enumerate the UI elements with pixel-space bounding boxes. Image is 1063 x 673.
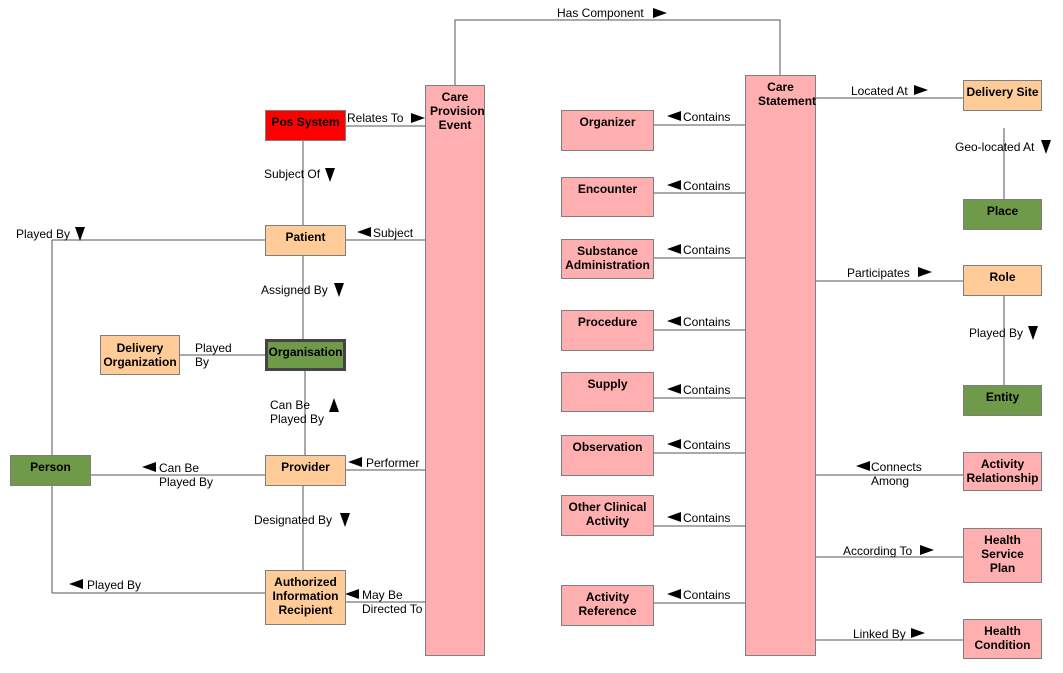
linked-by-label: Linked By (853, 627, 906, 641)
participates-label: Participates (847, 266, 910, 280)
care-statement-label: Care Statement (758, 80, 817, 108)
connects-among-label: Connects Among (871, 460, 922, 488)
role-label: Role (989, 270, 1016, 284)
encounter-node[interactable]: Encounter (561, 177, 654, 217)
performer-label: Performer (366, 456, 420, 470)
delivery-site-node[interactable]: Delivery Site (963, 80, 1042, 111)
contains-observation-label: Contains (683, 438, 731, 452)
health-condition-label: Health Condition (974, 624, 1031, 652)
entity-label: Entity (985, 390, 1020, 404)
played-by-entity-label: Played By (969, 326, 1024, 340)
activity-reference-label: Activity Reference (578, 590, 637, 618)
patient-node[interactable]: Patient (265, 225, 346, 256)
procedure-node[interactable]: Procedure (561, 310, 654, 351)
played-by-person-label: Played By (16, 227, 71, 241)
entity-node[interactable]: Entity (963, 385, 1042, 416)
provider-label: Provider (281, 460, 330, 474)
care-statement-node[interactable]: Care Statement (745, 75, 816, 656)
can-be-played-by-label: Can Be Played By (270, 398, 325, 426)
person-label: Person (30, 460, 71, 474)
organizer-label: Organizer (579, 115, 636, 129)
pos-system-label: Pos System (271, 115, 340, 129)
delivery-organization-node[interactable]: Delivery Organization (100, 335, 180, 375)
delivery-organization-label: Delivery Organization (103, 341, 177, 369)
other-clinical-activity-label: Other Clinical Activity (568, 500, 647, 528)
contains-encounter-label: Contains (683, 179, 731, 193)
authorized-information-recipient-label: Authorized Information Recipient (272, 575, 339, 617)
care-provision-event-node[interactable]: Care Provision Event (425, 85, 485, 656)
located-at-label: Located At (851, 84, 908, 98)
activity-reference-node[interactable]: Activity Reference (561, 585, 654, 626)
played-by-org-label: Played By (195, 341, 232, 369)
organizer-node[interactable]: Organizer (561, 110, 654, 151)
has-component-label: Has Component (557, 6, 644, 20)
activity-relationship-node[interactable]: Activity Relationship (963, 452, 1042, 491)
contains-substance-label: Contains (683, 243, 731, 257)
pos-system-node[interactable]: Pos System (265, 110, 346, 141)
supply-node[interactable]: Supply (561, 372, 654, 412)
health-service-plan-node[interactable]: Health Service Plan (963, 528, 1042, 583)
contains-supply-label: Contains (683, 383, 731, 397)
organisation-label: Organisation (268, 345, 343, 359)
may-be-directed-to-label: May Be Directed To (362, 588, 423, 616)
substance-administration-node[interactable]: Substance Administration (561, 239, 654, 279)
health-condition-node[interactable]: Health Condition (963, 619, 1042, 659)
care-provision-event-label: Care Provision Event (430, 90, 485, 132)
observation-label: Observation (572, 440, 643, 454)
patient-label: Patient (285, 230, 326, 244)
contains-other-label: Contains (683, 511, 731, 525)
organisation-node[interactable]: Organisation (265, 339, 346, 371)
health-service-plan-label: Health Service Plan (981, 533, 1024, 575)
place-node[interactable]: Place (963, 199, 1042, 230)
relates-to-label: Relates To (347, 111, 404, 125)
geo-located-at-label: Geo-located At (955, 140, 1035, 154)
person-node[interactable]: Person (10, 455, 91, 486)
according-to-label: According To (843, 544, 913, 558)
encounter-label: Encounter (577, 182, 638, 196)
provider-node[interactable]: Provider (265, 455, 346, 486)
other-clinical-activity-node[interactable]: Other Clinical Activity (561, 495, 654, 536)
contains-organizer-label: Contains (683, 110, 731, 124)
contains-reference-label: Contains (683, 588, 731, 602)
subject-label: Subject (373, 226, 414, 240)
supply-label: Supply (587, 377, 628, 391)
subject-of-label: Subject Of (264, 167, 321, 181)
assigned-by-label: Assigned By (261, 283, 328, 297)
procedure-label: Procedure (577, 315, 638, 329)
can-be-played-by-person-label: Can Be Played By (159, 461, 214, 489)
designated-by-label: Designated By (254, 513, 333, 527)
activity-relationship-label: Activity Relationship (966, 457, 1039, 485)
authorized-information-recipient-node[interactable]: Authorized Information Recipient (265, 570, 346, 625)
delivery-site-label: Delivery Site (966, 85, 1039, 99)
substance-administration-label: Substance Administration (565, 244, 650, 272)
role-node[interactable]: Role (963, 265, 1042, 296)
played-by-recipient-label: Played By (87, 578, 142, 592)
place-label: Place (986, 204, 1019, 218)
contains-procedure-label: Contains (683, 315, 731, 329)
observation-node[interactable]: Observation (561, 435, 654, 476)
